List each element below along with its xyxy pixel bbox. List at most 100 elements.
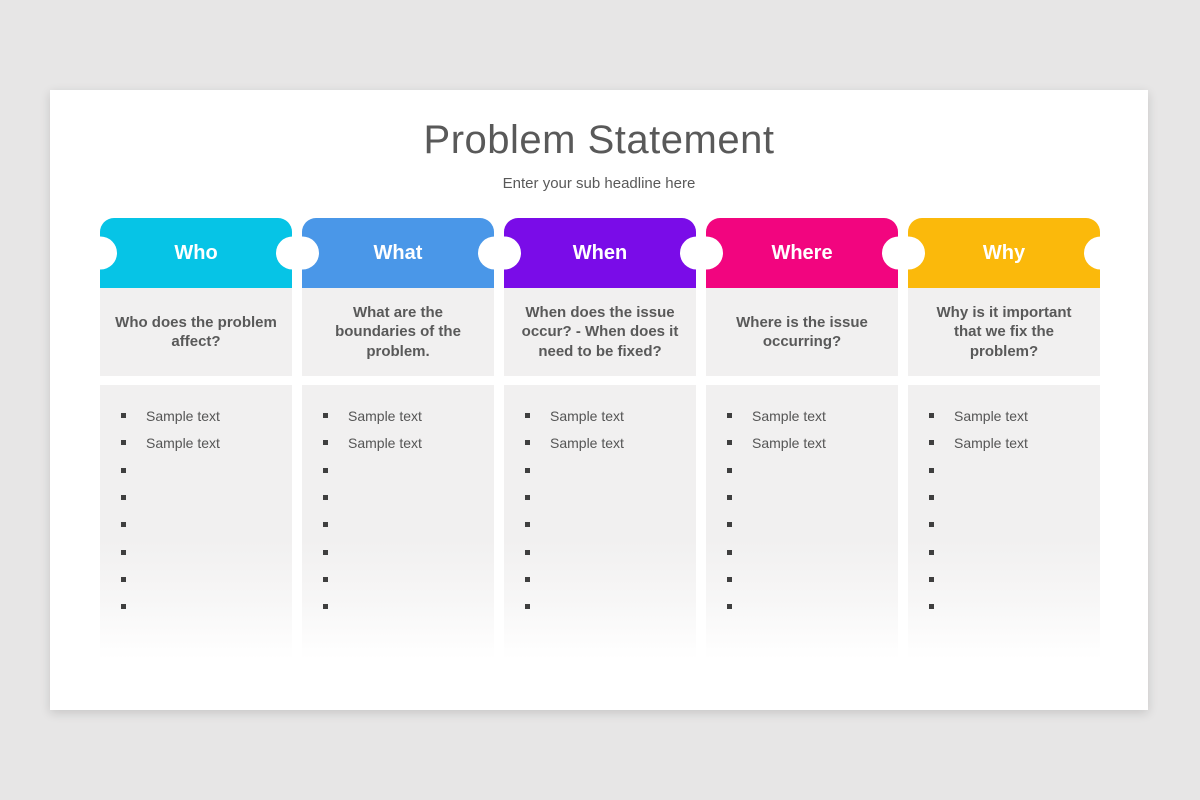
list-item (121, 484, 292, 511)
list-item-text: Sample text (550, 407, 624, 424)
bullet-square-icon (323, 604, 328, 610)
bullet-square-icon (323, 495, 328, 501)
bullet-square-icon (929, 440, 934, 446)
columns-container: Who Who does the problem affect? Sample … (83, 218, 1117, 665)
bullet-square-icon (323, 549, 328, 555)
bullet-square-icon (121, 576, 126, 582)
column-header: When (487, 218, 713, 288)
bullet-square-icon (727, 495, 732, 501)
list-item (727, 511, 898, 538)
bullet-square-icon (121, 413, 126, 419)
list-item (727, 484, 898, 511)
puzzle-notch-left-icon (487, 236, 521, 270)
list-item (727, 566, 898, 593)
column-header-label: Why (982, 241, 1026, 264)
bullet-square-icon (323, 440, 328, 446)
list-item-text: Sample text (752, 407, 826, 424)
list-item (929, 593, 1100, 620)
bullet-square-icon (525, 604, 530, 610)
problem-column: Where Where is the issue occurring? Samp… (689, 218, 915, 665)
list-item (525, 511, 696, 538)
list-item (727, 538, 898, 565)
list-item (121, 511, 292, 538)
bullet-square-icon (929, 576, 934, 582)
bullet-square-icon (525, 522, 530, 528)
list-item (525, 566, 696, 593)
list-item-text: Sample text (954, 407, 1028, 424)
list-item (525, 457, 696, 484)
column-header-label: When (572, 241, 628, 264)
list-item (929, 538, 1100, 565)
list-item-text: Sample text (146, 434, 220, 451)
column-question-text: What are the boundaries of the problem. (302, 288, 494, 376)
list-item: Sample text (323, 402, 494, 429)
bullet-square-icon (121, 495, 126, 501)
bullet-square-icon (929, 495, 934, 501)
bullet-square-icon (525, 413, 530, 419)
list-item (929, 484, 1100, 511)
bullet-square-icon (727, 604, 732, 610)
problem-column: When When does the issue occur? - When d… (487, 218, 713, 665)
column-header-label: Where (771, 241, 833, 264)
list-item (929, 511, 1100, 538)
puzzle-notch-left-icon (83, 236, 117, 270)
column-question-text: Why is it important that we fix the prob… (908, 288, 1100, 376)
list-item: Sample text (727, 402, 898, 429)
column-question-text: Who does the problem affect? (100, 288, 292, 376)
bullet-square-icon (121, 467, 126, 473)
list-item-text: Sample text (348, 407, 422, 424)
list-item (121, 566, 292, 593)
bullet-square-icon (525, 495, 530, 501)
bullet-square-icon (929, 522, 934, 528)
bullet-square-icon (929, 549, 934, 555)
puzzle-notch-left-icon (891, 236, 925, 270)
slide-title: Problem Statement (423, 118, 775, 162)
list-item: Sample text (727, 429, 898, 456)
column-header: Where (689, 218, 915, 288)
list-item (323, 593, 494, 620)
list-item-text: Sample text (752, 434, 826, 451)
list-item (121, 593, 292, 620)
list-item: Sample text (929, 402, 1100, 429)
bullet-square-icon (525, 549, 530, 555)
list-item-text: Sample text (348, 434, 422, 451)
problem-column: Who Who does the problem affect? Sample … (83, 218, 309, 665)
problem-column: What What are the boundaries of the prob… (285, 218, 511, 665)
list-item: Sample text (525, 429, 696, 456)
slide-subtitle: Enter your sub headline here (502, 175, 696, 192)
list-item (121, 538, 292, 565)
list-item-text: Sample text (954, 434, 1028, 451)
column-header-label: Who (174, 241, 218, 264)
column-question-text: Where is the issue occurring? (706, 288, 898, 376)
bullet-square-icon (323, 576, 328, 582)
list-item (525, 593, 696, 620)
list-item-text: Sample text (146, 407, 220, 424)
bullet-square-icon (727, 440, 732, 446)
list-item: Sample text (121, 402, 292, 429)
bullet-square-icon (525, 440, 530, 446)
list-item: Sample text (929, 429, 1100, 456)
bullet-square-icon (323, 522, 328, 528)
column-header-label: What (373, 241, 423, 264)
bullet-square-icon (929, 413, 934, 419)
puzzle-notch-left-icon (285, 236, 319, 270)
bullet-square-icon (323, 413, 328, 419)
column-question-text: When does the issue occur? - When does i… (504, 288, 696, 376)
list-item (121, 457, 292, 484)
bullet-square-icon (121, 522, 126, 528)
bullet-square-icon (727, 413, 732, 419)
column-header: Why (891, 218, 1117, 288)
bullet-square-icon (929, 604, 934, 610)
puzzle-notch-left-icon (689, 236, 723, 270)
list-item (727, 457, 898, 484)
bullet-square-icon (929, 467, 934, 473)
list-item (323, 511, 494, 538)
problem-column: Why Why is it important that we fix the … (891, 218, 1117, 665)
bullet-square-icon (727, 522, 732, 528)
bullet-square-icon (525, 576, 530, 582)
